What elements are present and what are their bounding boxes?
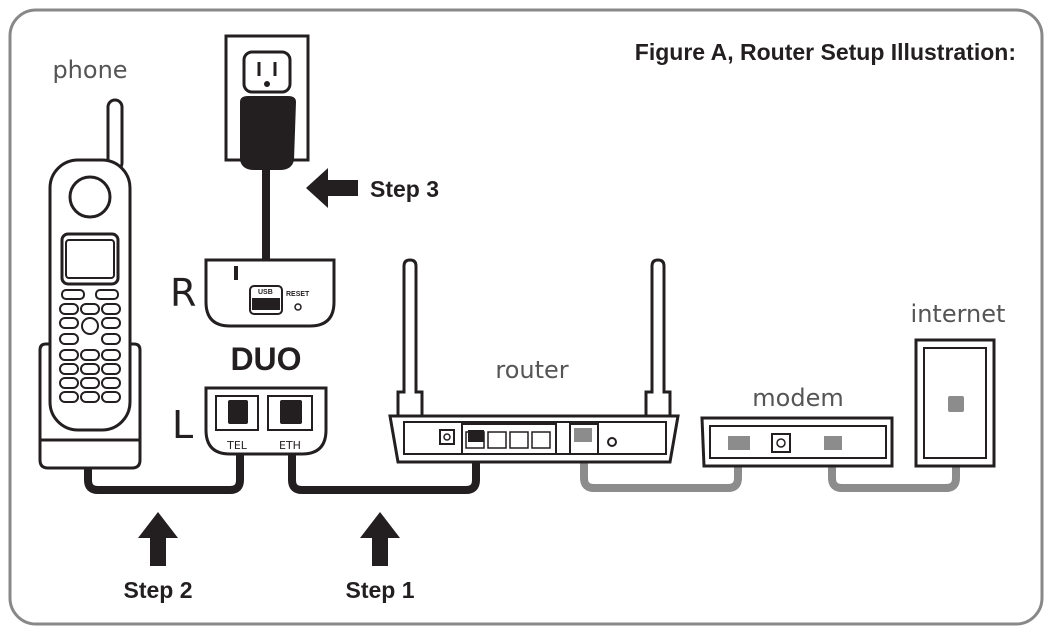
router-label: router [495,356,568,384]
internet-plug [948,396,964,412]
duo-label: DUO [230,341,301,377]
phone-handset [48,158,132,432]
internet-jack: internet [911,300,1006,468]
figure-title: Figure A, Router Setup Illustration: [635,39,1016,65]
router: router [388,258,680,464]
outlet-ground [264,81,270,87]
modem: modem [700,384,894,468]
usb-port-label: USB [258,289,273,296]
phone-softkey-left [61,289,85,300]
step2-arrow-group: Step 2 [123,512,193,603]
router-lan-plug [468,430,484,442]
tel-plug [228,400,248,424]
wall-outlet [224,34,310,170]
gray-cables [580,402,960,492]
step1-label: Step 1 [345,577,414,603]
step1-arrow-group: Step 1 [345,512,415,603]
step1-arrow-icon [360,512,400,566]
phone-tel-cable [84,416,244,494]
reset-label: RESET [286,291,310,298]
eth-router-cable [288,416,480,494]
phone-softkey-right [95,289,119,300]
phone-antenna [106,98,124,172]
phone-label: phone [52,56,127,84]
router-modem-cable [580,436,742,492]
step3-label: Step 3 [370,176,439,202]
modem-label: modem [752,384,843,412]
step3-arrow-icon [306,168,358,208]
internet-label: internet [911,300,1006,328]
eth-plug [280,400,302,424]
step3-arrow-group: Step 3 [306,168,439,208]
duo-side-l-label: L [172,403,193,447]
reset-button [294,303,302,311]
modem-port-right [824,436,842,450]
outlet-socket [242,50,292,94]
phone-screen-inner [65,239,115,279]
duo-indicator [234,266,238,280]
cordless-phone: phone [38,56,142,470]
phone-earpiece [68,175,112,219]
step2-arrow-icon [138,512,178,566]
step2-label: Step 2 [123,577,192,603]
tel-port-label: TEL [226,439,248,452]
router-button [607,437,617,447]
duo-device: R USB RESET DUO L TEL ETH [170,258,336,456]
modem-port-left [728,436,750,450]
router-wan-plug [574,428,592,442]
modem-internet-cable [828,402,960,492]
phone-keypad [59,303,121,403]
power-plug [240,96,296,170]
eth-port-label: ETH [279,439,301,452]
usb-plug [252,298,280,310]
duo-side-r-label: R [170,271,196,315]
